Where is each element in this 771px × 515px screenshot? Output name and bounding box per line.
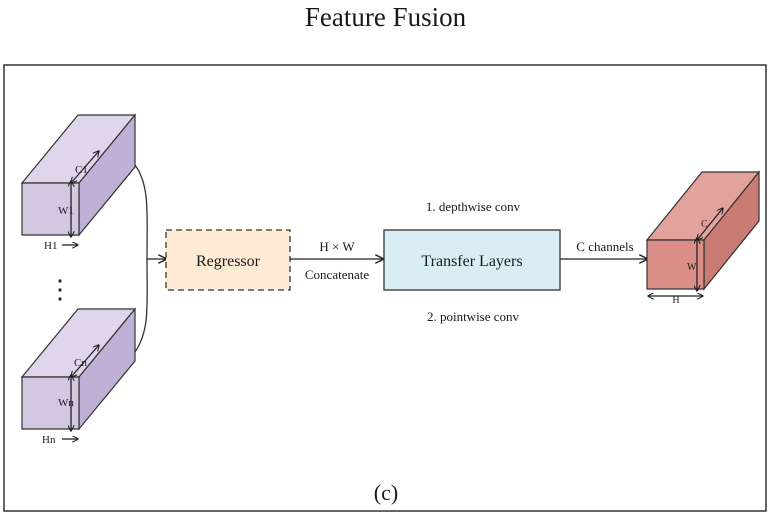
c-channels-label: C channels — [576, 239, 633, 254]
input-tensor-n: Cn Wn Hn — [20, 307, 137, 446]
panel-frame — [3, 64, 767, 512]
input-tensor-1-front-face — [21, 182, 80, 236]
input-tensor-1: C1 W1 H1 — [20, 113, 137, 252]
hn-label: Hn — [42, 434, 56, 446]
concat-hw-label: H × W — [319, 239, 355, 254]
cn-label: Cn — [74, 357, 87, 369]
output-w-label: W — [687, 262, 697, 273]
w1-label: W1 — [58, 205, 74, 217]
wn-label: Wn — [58, 397, 74, 409]
pointwise-step-label: 2. pointwise conv — [427, 309, 520, 324]
transfer-layers-box — [383, 229, 561, 291]
c-dimension-arrow — [697, 208, 723, 240]
panel-label: (c) — [374, 480, 398, 505]
ellipsis: ⋮ — [47, 275, 73, 304]
regressor-box — [165, 229, 291, 291]
c1-label: C1 — [75, 164, 88, 176]
cn-dimension-arrow — [71, 345, 99, 377]
concat-label: Concatenate — [305, 267, 369, 282]
input-tensor-n-front-face — [21, 376, 80, 430]
output-h-label: H — [672, 295, 679, 306]
c1-dimension-arrow — [71, 151, 99, 183]
regressor-label: Regressor — [196, 253, 261, 270]
depthwise-step-label: 1. depthwise conv — [426, 199, 521, 214]
output-tensor-front-face — [646, 239, 705, 290]
h1-label: H1 — [44, 240, 57, 252]
output-c-label: C — [701, 219, 708, 230]
transfer-layers-label: Transfer Layers — [421, 253, 522, 270]
merge-bracket — [134, 164, 148, 353]
diagram-title: Feature Fusion — [304, 2, 467, 32]
output-tensor: C W H — [645, 170, 761, 306]
